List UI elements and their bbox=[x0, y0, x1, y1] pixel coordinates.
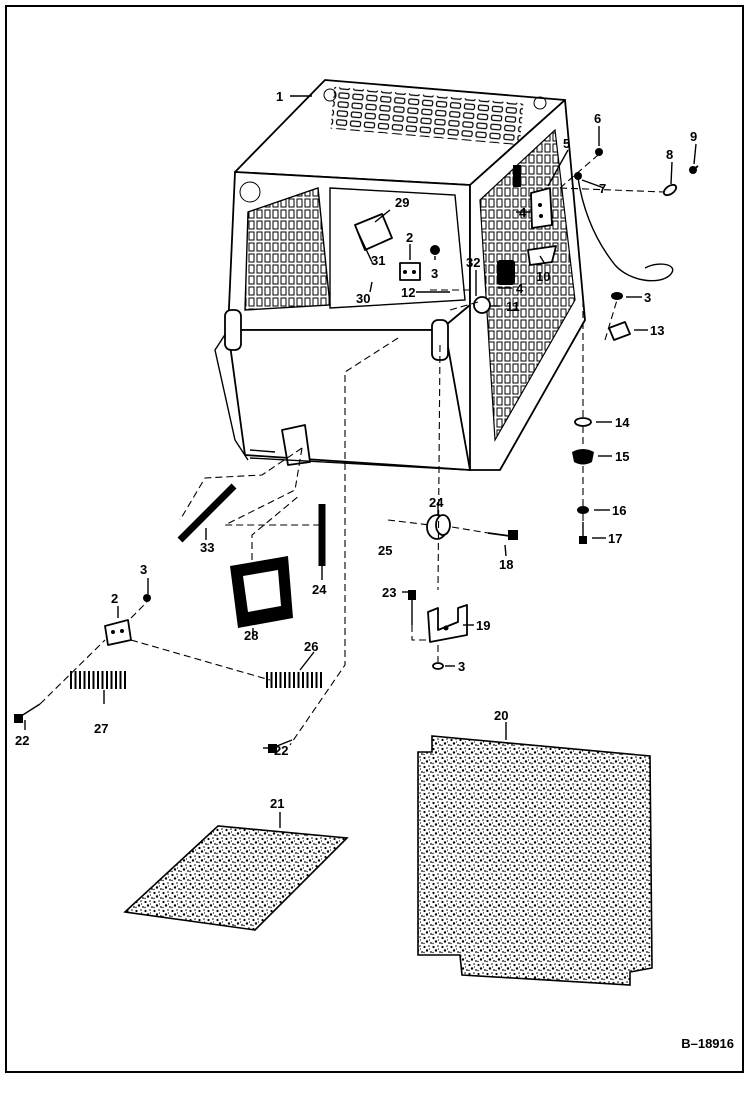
part-2-block-upper bbox=[399, 262, 421, 281]
part-15-mount bbox=[572, 449, 594, 465]
interior-parts bbox=[354, 165, 557, 314]
callout-23: 23 bbox=[382, 585, 396, 600]
center-hardware bbox=[408, 514, 518, 670]
assembly-lines bbox=[39, 154, 665, 746]
part-6-nut bbox=[595, 148, 603, 156]
part-3-nut-lower bbox=[432, 662, 444, 670]
part-11-bushing bbox=[473, 296, 491, 314]
callout-7: 7 bbox=[599, 181, 606, 196]
part-10-clip bbox=[527, 245, 557, 266]
part-14-washer bbox=[574, 417, 592, 427]
part-2-block-lower bbox=[104, 619, 132, 646]
part-8-sleeve bbox=[662, 183, 678, 197]
callout-29: 29 bbox=[395, 195, 409, 210]
part-33-bar bbox=[177, 483, 237, 543]
callout-6: 6 bbox=[594, 111, 601, 126]
drawing-reference-number: B–18916 bbox=[681, 1036, 734, 1051]
part-13-plate bbox=[608, 321, 631, 341]
callout-2-upper: 2 bbox=[406, 230, 413, 245]
callout-14: 14 bbox=[615, 415, 630, 430]
callout-13: 13 bbox=[650, 323, 664, 338]
callout-4-lower: 4 bbox=[516, 281, 524, 296]
callout-20: 20 bbox=[494, 708, 508, 723]
callout-28: 28 bbox=[244, 628, 258, 643]
callout-3-upper: 3 bbox=[431, 266, 438, 281]
part-4-lower-bracket bbox=[497, 260, 515, 285]
part-3-nut-right bbox=[611, 292, 623, 300]
part-29-plate bbox=[354, 213, 393, 251]
part-7-cable bbox=[577, 177, 674, 282]
callout-21: 21 bbox=[270, 796, 284, 811]
callout-25: 25 bbox=[378, 543, 392, 558]
callout-11: 11 bbox=[506, 299, 520, 314]
callout-19: 19 bbox=[476, 618, 490, 633]
callout-15: 15 bbox=[615, 449, 629, 464]
callout-4-upper: 4 bbox=[519, 205, 527, 220]
callout-3-lower: 3 bbox=[458, 659, 465, 674]
callout-24-left: 24 bbox=[312, 582, 327, 597]
part-3-nut-left bbox=[143, 594, 151, 602]
callout-3-left: 3 bbox=[140, 562, 147, 577]
roof-vent-grille bbox=[330, 86, 524, 146]
right-hinge bbox=[431, 319, 449, 361]
callout-2-lower: 2 bbox=[111, 591, 118, 606]
part-19-bracket bbox=[427, 604, 468, 643]
callout-32: 32 bbox=[466, 255, 480, 270]
callout-27: 27 bbox=[94, 721, 108, 736]
part-16-nut bbox=[577, 506, 589, 514]
callout-12: 12 bbox=[401, 285, 415, 300]
callout-1: 1 bbox=[276, 89, 283, 104]
part-21-mat bbox=[123, 825, 349, 931]
part-3-nut-upper bbox=[430, 245, 440, 255]
callout-33: 33 bbox=[200, 540, 214, 555]
left-hinge bbox=[224, 309, 242, 351]
callout-22-left: 22 bbox=[15, 733, 29, 748]
callout-9: 9 bbox=[690, 129, 697, 144]
callout-8: 8 bbox=[666, 147, 673, 162]
leader-lines bbox=[24, 95, 697, 828]
part-20-mat bbox=[417, 735, 653, 986]
callout-30: 30 bbox=[356, 291, 370, 306]
cab-assembly bbox=[214, 79, 586, 471]
part-5-bracket bbox=[530, 187, 553, 229]
right-hardware bbox=[572, 148, 699, 544]
callout-18: 18 bbox=[499, 557, 513, 572]
callout-17: 17 bbox=[608, 531, 622, 546]
drawing-border bbox=[5, 5, 744, 1073]
left-hardware bbox=[14, 483, 326, 753]
callout-labels: 1 6 9 5 8 7 29 4 2 31 32 3 10 12 4 3 30 … bbox=[15, 89, 697, 811]
callout-10: 10 bbox=[536, 269, 550, 284]
part-4-upper-latch bbox=[513, 165, 521, 187]
callout-5: 5 bbox=[563, 136, 570, 151]
callout-26: 26 bbox=[304, 639, 318, 654]
callout-3-right: 3 bbox=[644, 290, 651, 305]
callout-31: 31 bbox=[371, 253, 385, 268]
callout-24-center: 24 bbox=[429, 495, 444, 510]
callout-22-center: 22 bbox=[274, 743, 288, 758]
part-18-bolt bbox=[487, 532, 511, 537]
callout-16: 16 bbox=[612, 503, 626, 518]
